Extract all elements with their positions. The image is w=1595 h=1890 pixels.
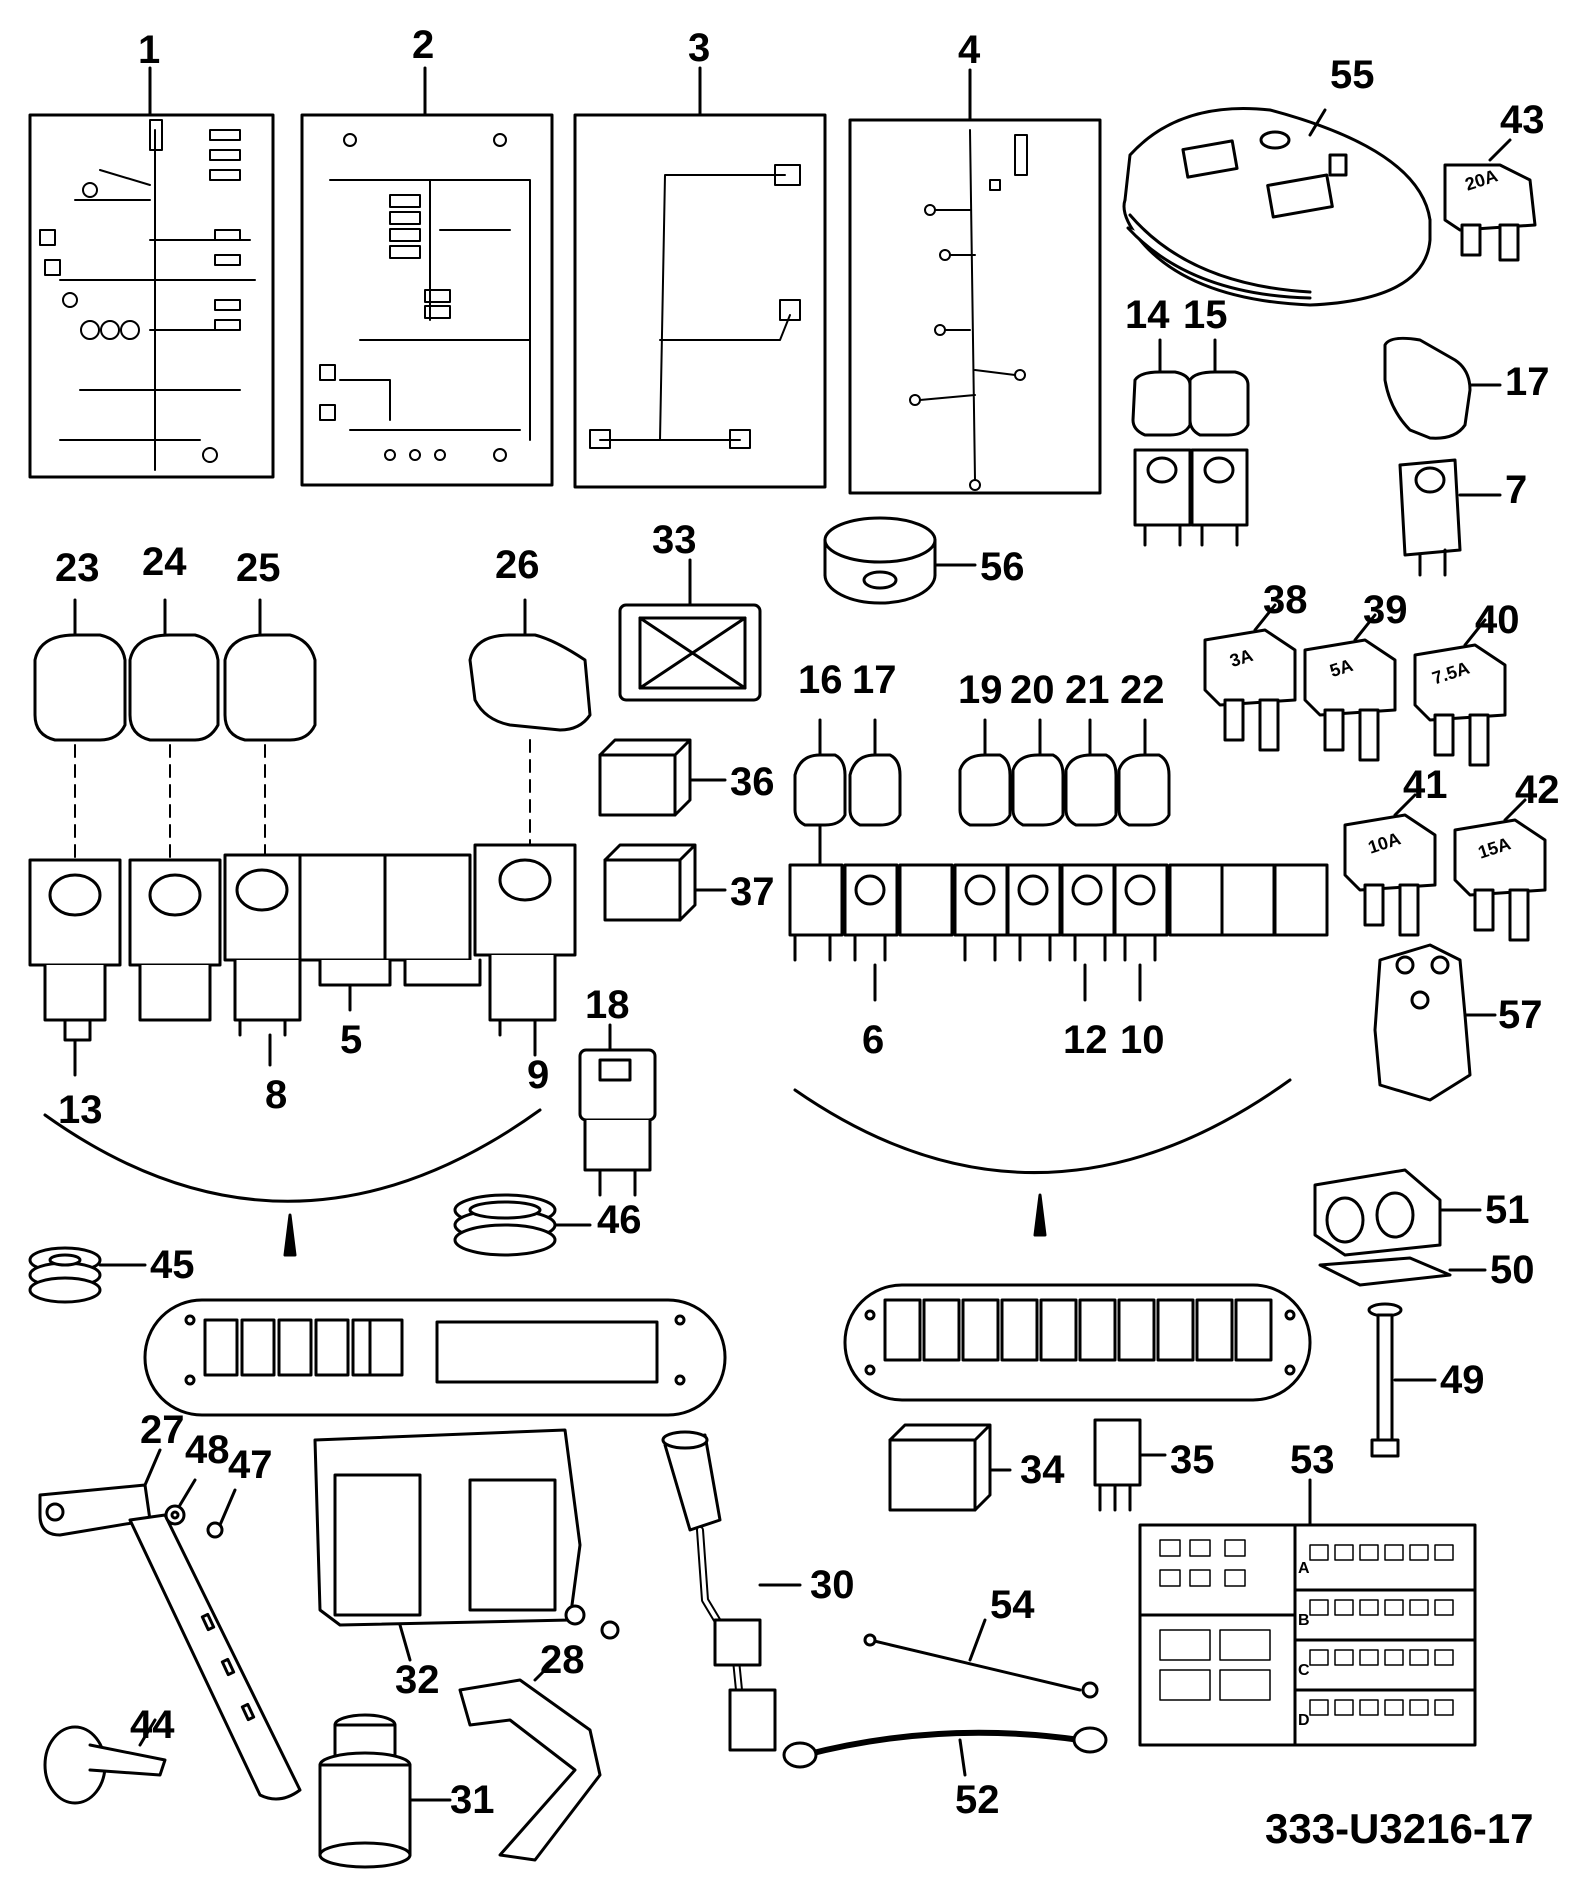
callout-52: 52 <box>955 1778 1000 1822</box>
callout-14: 14 <box>1125 293 1170 337</box>
callout-18: 18 <box>585 983 630 1027</box>
callout-27: 27 <box>140 1408 185 1452</box>
connector-57 <box>1373 943 1497 1102</box>
callout-42: 42 <box>1515 768 1560 812</box>
callout-49: 49 <box>1440 1358 1485 1402</box>
cover-28 <box>458 1658 602 1862</box>
callout-40: 40 <box>1475 598 1520 642</box>
callout-3: 3 <box>688 26 711 70</box>
fuse-label-row-b: B <box>1298 1612 1310 1629</box>
callout-34: 34 <box>1020 1448 1065 1492</box>
callout-21: 21 <box>1065 668 1110 712</box>
left-switch-bank <box>28 843 577 1077</box>
callout-7: 7 <box>1505 468 1528 512</box>
relays-36-37 <box>598 738 727 922</box>
callout-36: 36 <box>730 760 775 804</box>
callout-41: 41 <box>1403 763 1448 807</box>
callout-1: 1 <box>138 28 161 72</box>
callout-24: 24 <box>142 540 187 584</box>
callout-46: 46 <box>597 1198 642 1242</box>
arc-right <box>793 1078 1292 1174</box>
callout-38: 38 <box>1263 578 1308 622</box>
grommets-45-46 <box>28 1193 592 1304</box>
callout-17-upper: 17 <box>1505 360 1550 404</box>
cable-tie-44 <box>43 1718 167 1805</box>
callout-55: 55 <box>1330 53 1375 97</box>
callout-22: 22 <box>1120 668 1165 712</box>
instrument-cluster-55 <box>1122 106 1432 307</box>
bolt-49 <box>1367 1302 1437 1458</box>
callout-17-center: 17 <box>852 658 897 702</box>
callout-50: 50 <box>1490 1248 1535 1292</box>
drawing-code: 333-U3216-17 <box>1265 1805 1534 1852</box>
fuse-label-row-d: D <box>1298 1712 1310 1729</box>
callout-57: 57 <box>1498 993 1543 1037</box>
display-33 <box>618 558 762 702</box>
callout-51: 51 <box>1485 1188 1530 1232</box>
switch-18 <box>578 1023 657 1197</box>
callout-31: 31 <box>450 1778 495 1822</box>
callout-54: 54 <box>990 1583 1035 1627</box>
callout-9: 9 <box>527 1053 550 1097</box>
rocker-caps-14-15 <box>1131 338 1250 547</box>
callout-45: 45 <box>150 1243 195 1287</box>
callout-37: 37 <box>730 870 775 914</box>
callout-2: 2 <box>412 23 435 67</box>
callout-25: 25 <box>236 546 281 590</box>
callout-48: 48 <box>185 1428 230 1472</box>
rocker-17-and-switch-7 <box>1383 336 1502 577</box>
fuses-38-42 <box>1203 603 1547 942</box>
callout-13: 13 <box>58 1088 103 1132</box>
harness-panel-2 <box>300 66 554 487</box>
callout-39: 39 <box>1363 588 1408 632</box>
callout-35: 35 <box>1170 1438 1215 1482</box>
relays-34-35 <box>888 1418 1167 1512</box>
socket-harness-30 <box>661 1430 802 1752</box>
callout-6: 6 <box>862 1018 885 1062</box>
washer-48-screw-47 <box>164 1478 237 1539</box>
harness-panel-4 <box>848 68 1102 495</box>
callout-30: 30 <box>810 1563 855 1607</box>
callout-26: 26 <box>495 543 540 587</box>
switch-panel-left <box>143 1298 727 1417</box>
fuse-label-row-a: A <box>1298 1560 1310 1577</box>
callout-4: 4 <box>958 28 981 72</box>
callout-5: 5 <box>340 1018 363 1062</box>
callout-20: 20 <box>1010 668 1055 712</box>
socket-31 <box>318 1713 452 1869</box>
callout-32: 32 <box>395 1658 440 1702</box>
ground-cables-52-54 <box>782 1618 1108 1777</box>
bracket-27 <box>38 1448 302 1801</box>
callout-53: 53 <box>1290 1438 1335 1482</box>
clamp-51 <box>1313 1168 1487 1287</box>
right-switch-bank <box>788 718 1329 1002</box>
callout-44: 44 <box>130 1703 175 1747</box>
callout-12: 12 <box>1063 1018 1108 1062</box>
callout-19: 19 <box>958 668 1003 712</box>
fuse-label-53 <box>1138 1478 1477 1747</box>
rocker-caps-23-26 <box>33 598 592 891</box>
harness-panel-1 <box>28 66 275 479</box>
switch-panel-right <box>843 1283 1312 1402</box>
callout-47: 47 <box>228 1443 273 1487</box>
ecu-32 <box>313 1428 620 1662</box>
grommet-56 <box>823 516 977 605</box>
callout-23: 23 <box>55 546 100 590</box>
callout-15: 15 <box>1183 293 1228 337</box>
callout-10: 10 <box>1120 1018 1165 1062</box>
fuse-label-row-c: C <box>1298 1662 1310 1679</box>
callout-43: 43 <box>1500 98 1545 142</box>
callout-56: 56 <box>980 545 1025 589</box>
harness-panel-3 <box>573 66 827 489</box>
arc-left <box>43 1108 542 1203</box>
callout-28: 28 <box>540 1638 585 1682</box>
callout-16: 16 <box>798 658 843 702</box>
callout-33: 33 <box>652 518 697 562</box>
fuse-43 <box>1443 138 1537 262</box>
callout-8: 8 <box>265 1073 288 1117</box>
